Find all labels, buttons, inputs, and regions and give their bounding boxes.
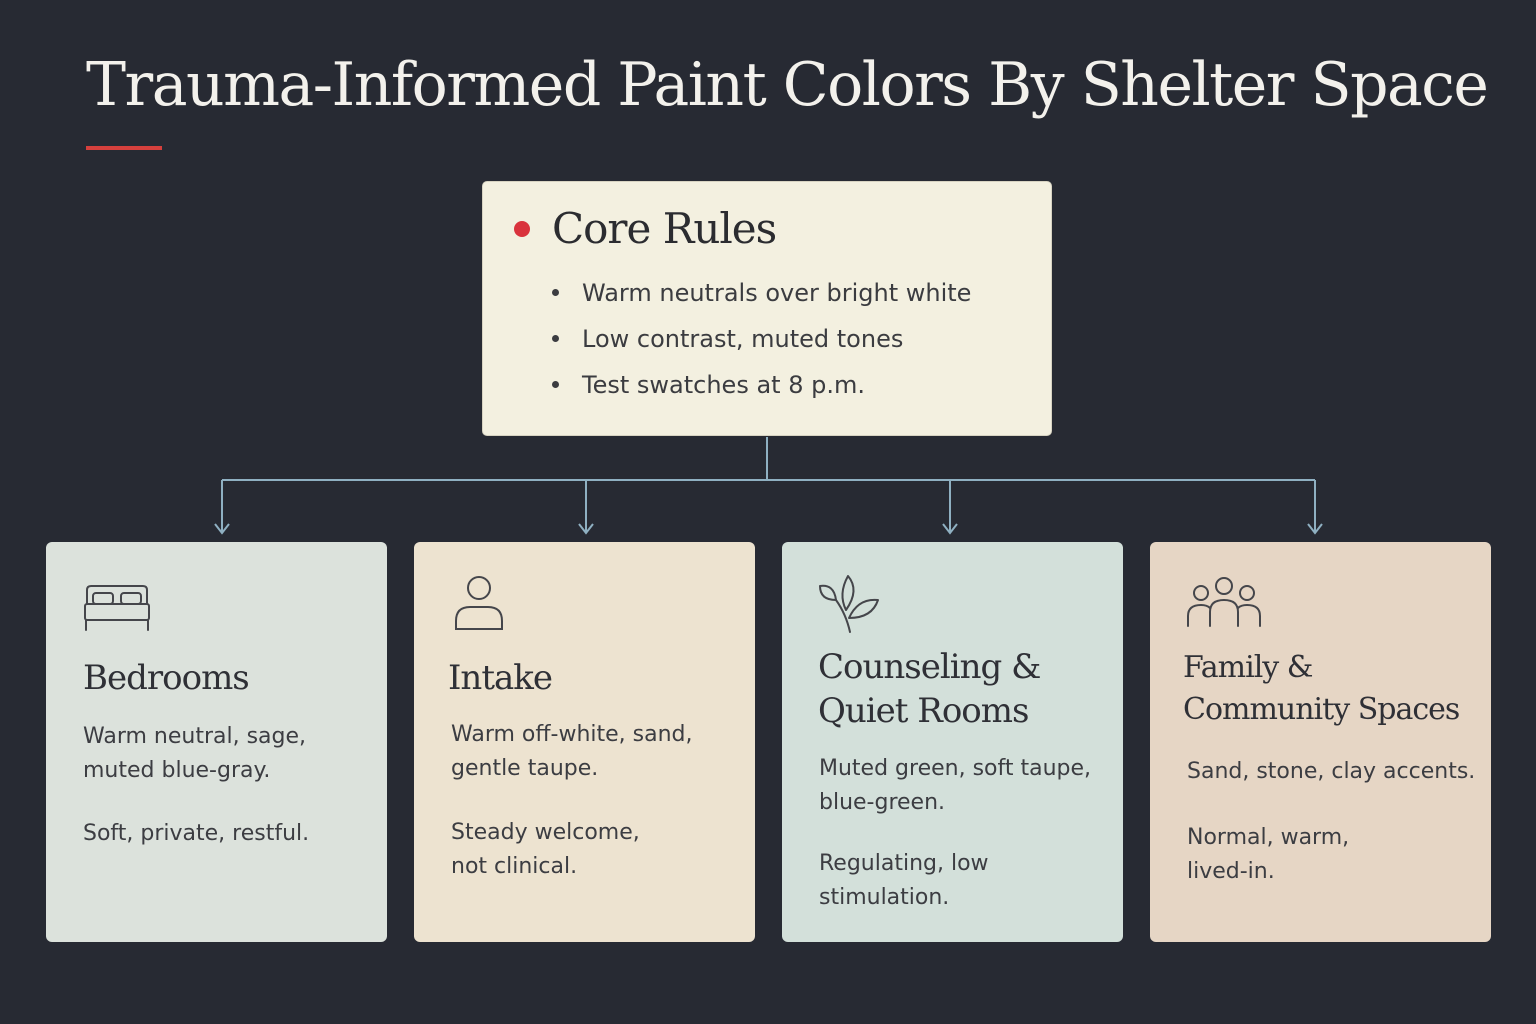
card-colors-text: Sand, stone, clay accents. <box>1187 759 1476 784</box>
connector-drop-family <box>1307 480 1323 535</box>
title-accent-line <box>86 146 162 150</box>
core-rule-item: Test swatches at 8 p.m. <box>552 362 971 408</box>
core-rule-item: Warm neutrals over bright white <box>552 270 971 316</box>
card-title: Family & Community Spaces <box>1183 650 1460 727</box>
card-feel-text: Soft, private, restful. <box>83 821 310 846</box>
leaves-icon <box>819 575 879 633</box>
card-title: Bedrooms <box>83 658 250 698</box>
page-title: Trauma-Informed Paint Colors By Shelter … <box>86 50 1489 120</box>
bed-icon <box>84 585 150 631</box>
connector-drop-counseling <box>942 480 958 535</box>
card-title: Counseling & Quiet Rooms <box>818 647 1041 731</box>
connector-drop-bedrooms <box>214 480 230 535</box>
space-card-family: Family & Community Spaces Sand, stone, c… <box>1150 542 1491 942</box>
card-title: Intake <box>448 658 553 698</box>
core-rule-text: Test swatches at 8 p.m. <box>582 371 865 399</box>
space-card-counseling: Counseling & Quiet Rooms Muted green, so… <box>782 542 1123 942</box>
core-rule-item: Low contrast, muted tones <box>552 316 971 362</box>
bullet-dot <box>552 335 559 342</box>
space-card-bedrooms: Bedrooms Warm neutral, sage, muted blue-… <box>46 542 387 942</box>
card-colors-text: Warm neutral, sage, muted blue-gray. <box>83 724 307 783</box>
bullet-dot <box>552 289 559 296</box>
card-colors-text: Warm off-white, sand, gentle taupe. <box>451 722 693 781</box>
core-rule-text: Low contrast, muted tones <box>582 325 904 353</box>
connector-drop-intake <box>578 480 594 535</box>
card-feel-text: Regulating, low stimulation. <box>819 851 989 910</box>
group-icon <box>1187 577 1261 627</box>
space-card-intake: Intake Warm off-white, sand, gentle taup… <box>414 542 755 942</box>
core-rules-title: Core Rules <box>552 204 777 253</box>
core-rules-dot <box>514 221 530 237</box>
person-icon <box>455 576 503 630</box>
core-rule-text: Warm neutrals over bright white <box>582 279 972 307</box>
card-colors-text: Muted green, soft taupe, blue-green. <box>819 756 1092 815</box>
card-feel-text: Normal, warm, lived-in. <box>1187 825 1350 884</box>
bullet-dot <box>552 381 559 388</box>
core-rules-box <box>482 181 1052 436</box>
core-rules-list: Warm neutrals over bright white Low cont… <box>552 270 971 408</box>
card-feel-text: Steady welcome, not clinical. <box>451 820 640 879</box>
